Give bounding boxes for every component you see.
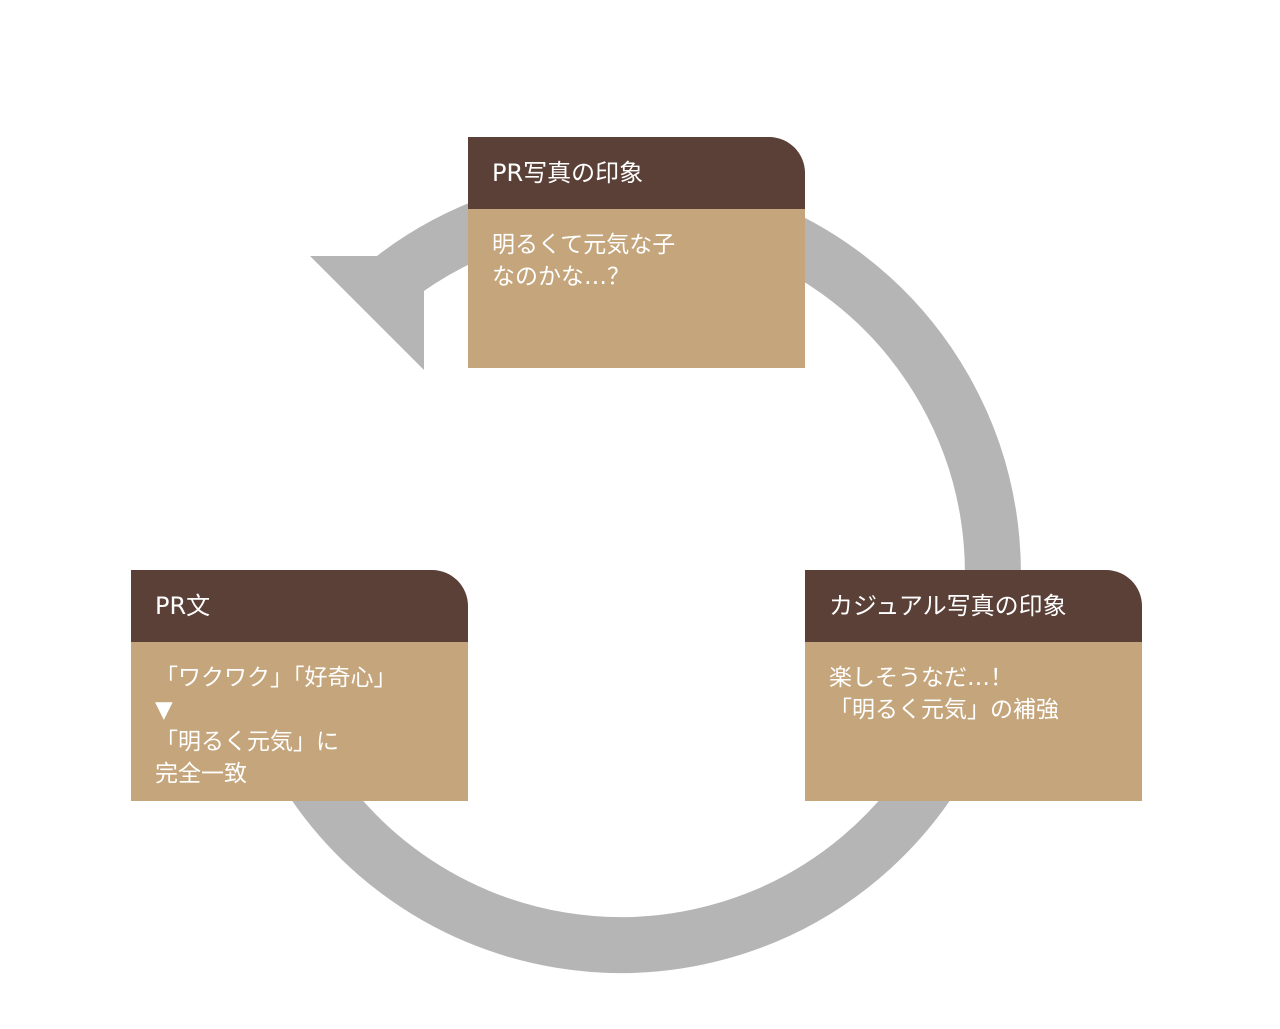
cycle-arrowhead — [310, 256, 424, 370]
card-text-line: なのかな…？ — [492, 264, 630, 290]
card-body: 明るくて元気な子 なのかな…？ — [468, 209, 805, 368]
card-text-line: 「ワクワク」「好奇心」 — [155, 665, 397, 691]
card-text-line: 楽しそうなだ…！ — [829, 665, 1013, 691]
down-triangle-icon: ▼ — [155, 697, 173, 723]
card-title: カジュアル写真の印象 — [805, 570, 1142, 642]
card-body: 楽しそうなだ…！ 「明るく元気」の補強 — [805, 642, 1142, 801]
card-body: 「ワクワク」「好奇心」 ▼ 「明るく元気」に 完全一致 — [131, 642, 468, 801]
card-pr-text: PR文 「ワクワク」「好奇心」 ▼ 「明るく元気」に 完全一致 — [131, 570, 468, 801]
card-title: PR写真の印象 — [468, 137, 805, 209]
card-text-line: 「明るく元気」に — [155, 729, 339, 755]
card-text-line: 明るくて元気な子 — [492, 232, 676, 258]
card-text-line: 「明るく元気」の補強 — [829, 697, 1059, 723]
card-casual-photo-impression: カジュアル写真の印象 楽しそうなだ…！ 「明るく元気」の補強 — [805, 570, 1142, 801]
card-pr-photo-impression: PR写真の印象 明るくて元気な子 なのかな…？ — [468, 137, 805, 368]
card-text-line: 完全一致 — [155, 761, 247, 787]
card-title: PR文 — [131, 570, 468, 642]
